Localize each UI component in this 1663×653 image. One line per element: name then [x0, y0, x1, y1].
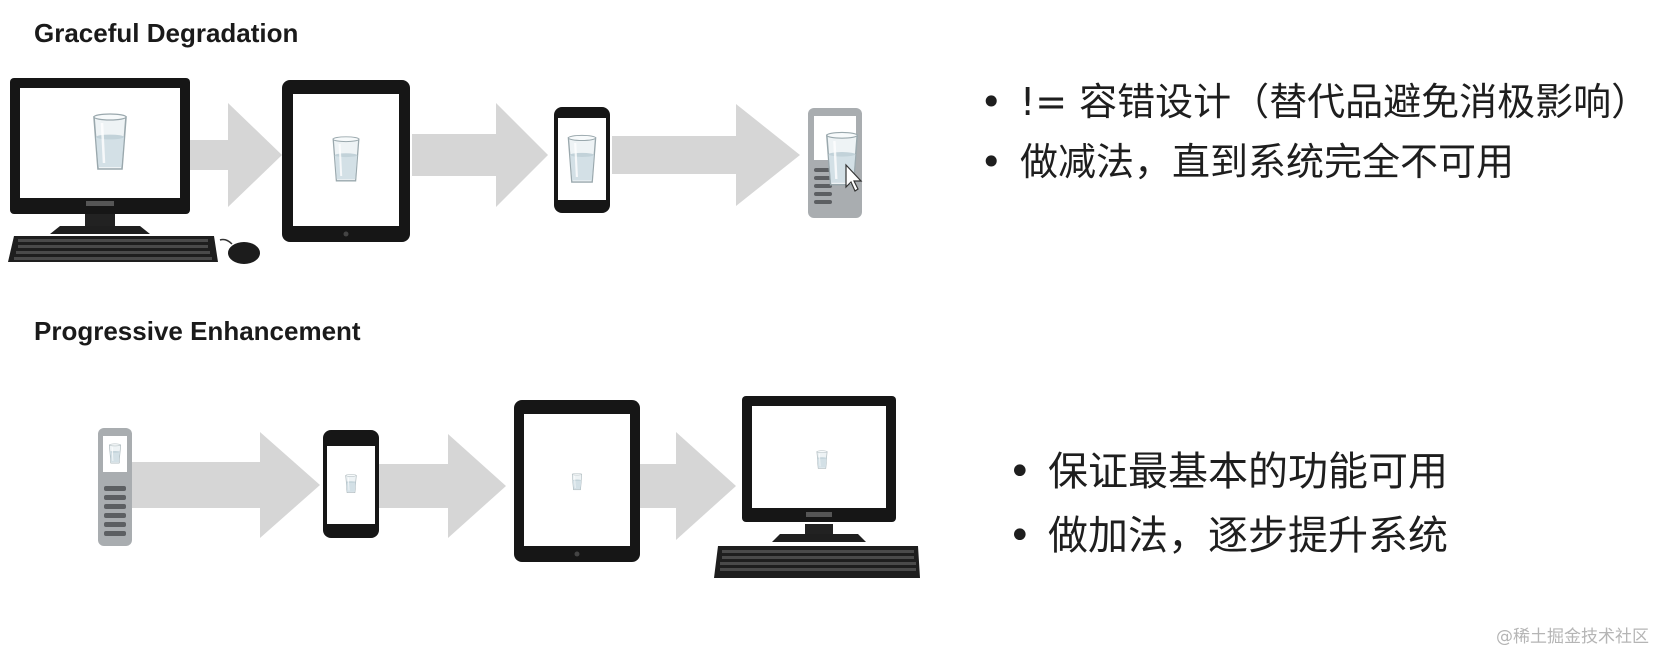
graceful-degradation-bullets: != 容错设计（替代品避免消极影响） 做减法，直到系统完全不可用 — [980, 72, 1660, 192]
bottom-arrow-2 — [378, 434, 506, 538]
progressive-enhancement-title: Progressive Enhancement — [34, 316, 361, 346]
bottom-smartphone — [323, 430, 379, 538]
bullet-item: 做加法，逐步提升系统 — [1008, 504, 1648, 568]
top-desktop-computer — [8, 78, 260, 264]
mouse-cursor-icon — [845, 163, 863, 192]
bullet-item: 做减法，直到系统完全不可用 — [980, 132, 1660, 192]
bottom-desktop-computer — [714, 396, 920, 578]
bottom-flip-phone — [98, 428, 132, 546]
top-smartphone — [554, 107, 610, 213]
bottom-tablet — [514, 400, 640, 562]
graceful-degradation-title: Graceful Degradation — [34, 18, 299, 48]
bullet-item: 保证最基本的功能可用 — [1008, 440, 1648, 504]
device-progression-diagram — [8, 78, 920, 578]
watermark: @稀土掘金技术社区 — [1496, 627, 1649, 647]
top-arrow-1 — [186, 103, 282, 207]
bottom-arrow-1 — [130, 432, 320, 538]
top-flip-phone — [808, 108, 862, 218]
top-arrow-3 — [612, 104, 800, 206]
bullet-item: != 容错设计（替代品避免消极影响） — [980, 72, 1660, 132]
top-arrow-2 — [412, 103, 548, 207]
top-tablet — [282, 80, 410, 242]
bottom-arrow-3 — [640, 432, 736, 540]
progressive-enhancement-bullets: 保证最基本的功能可用 做加法，逐步提升系统 — [1008, 440, 1648, 568]
